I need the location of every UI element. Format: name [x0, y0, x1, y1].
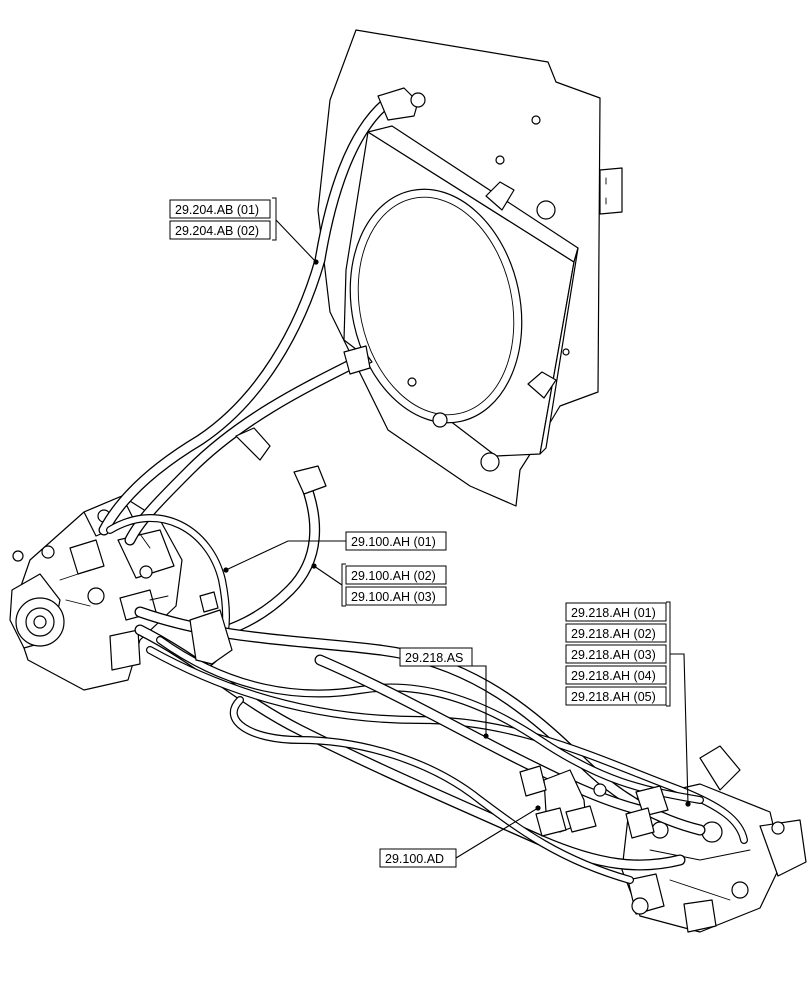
label-29-100-ah-03[interactable]: 29.100.AH (03)	[345, 586, 447, 606]
svg-text:29.100.AH (01): 29.100.AH (01)	[351, 535, 436, 549]
svg-text:29.218.AH (03): 29.218.AH (03)	[571, 648, 656, 662]
label-29-218-ah-02[interactable]: 29.218.AH (02)	[565, 623, 667, 643]
callout-leaders	[223, 197, 691, 859]
label-29-204-ab-01[interactable]: 29.204.AB (01)	[169, 199, 271, 219]
label-29-204-ab-02[interactable]: 29.204.AB (02)	[169, 220, 271, 240]
label-29-218-ah-03[interactable]: 29.218.AH (03)	[565, 644, 667, 664]
svg-text:29.100.AH (03): 29.100.AH (03)	[351, 590, 436, 604]
svg-text:29.218.AS: 29.218.AS	[405, 651, 463, 665]
hose-bundle	[98, 87, 748, 884]
label-29-100-ah-02[interactable]: 29.100.AH (02)	[345, 565, 447, 585]
svg-text:29.218.AH (04): 29.218.AH (04)	[571, 669, 656, 683]
fan-shroud-assembly	[317, 29, 623, 507]
svg-text:29.218.AH (05): 29.218.AH (05)	[571, 690, 656, 704]
svg-text:29.204.AB (01): 29.204.AB (01)	[175, 203, 259, 217]
ah-bracket	[341, 563, 346, 607]
label-29-100-ah-01[interactable]: 29.100.AH (01)	[345, 531, 447, 551]
svg-text:29.100.AD: 29.100.AD	[385, 852, 444, 866]
svg-text:29.204.AB (02): 29.204.AB (02)	[175, 224, 259, 238]
hydrostatic-pump-left	[9, 495, 183, 691]
label-29-100-ad[interactable]: 29.100.AD	[379, 848, 457, 868]
label-29-218-as[interactable]: 29.218.AS	[399, 647, 473, 667]
label-29-218-ah-04[interactable]: 29.218.AH (04)	[565, 665, 667, 685]
svg-text:29.100.AH (02): 29.100.AH (02)	[351, 569, 436, 583]
ab-bracket	[272, 197, 277, 241]
svg-text:29.218.AH (01): 29.218.AH (01)	[571, 606, 656, 620]
label-29-218-ah-01[interactable]: 29.218.AH (01)	[565, 602, 667, 622]
hydraulic-motor-right	[621, 745, 807, 933]
reference-labels: 29.204.AB (01) 29.204.AB (02) 29.100.AH …	[169, 199, 667, 868]
svg-text:29.218.AH (02): 29.218.AH (02)	[571, 627, 656, 641]
label-29-218-ah-05[interactable]: 29.218.AH (05)	[565, 686, 667, 706]
r-bracket	[666, 601, 671, 707]
